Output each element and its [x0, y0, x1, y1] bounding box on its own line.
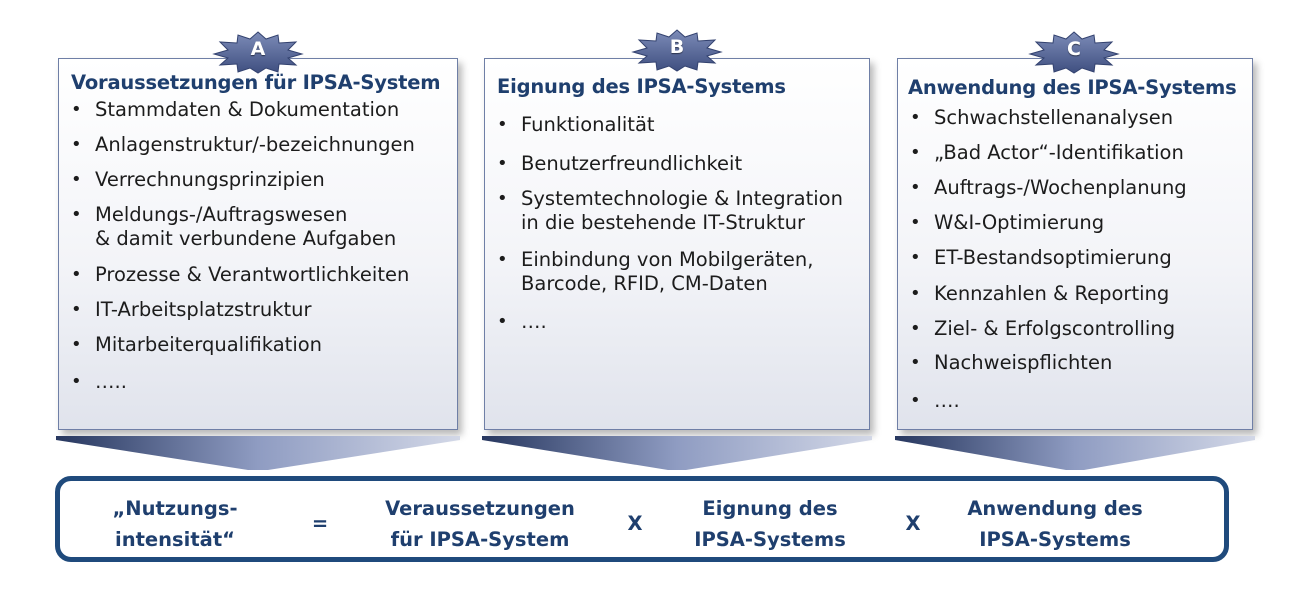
funnel-arrow-b: [482, 436, 872, 470]
panel-title: Eignung des IPSA-Systems: [497, 75, 786, 98]
list-item: Mitarbeiterqualifikation: [71, 333, 451, 357]
badge-c: C: [1028, 30, 1120, 74]
starburst-icon: [631, 29, 723, 72]
list-item: ….: [497, 310, 863, 334]
times-sign: X: [627, 512, 643, 535]
list-item: Funktionalität: [497, 113, 863, 137]
list-item: Kennzahlen & Reporting: [910, 282, 1246, 306]
list-item: Stammdaten & Dokumentation: [71, 98, 451, 122]
panel-title: Voraussetzungen für IPSA-System: [71, 71, 441, 94]
formula-factor-a: Veraussetzungen für IPSA-System: [385, 497, 575, 551]
list-item: Schwachstellenanalysen: [910, 106, 1246, 130]
times-sign: X: [905, 512, 921, 535]
list-item: Prozesse & Verantwortlichkeiten: [71, 263, 451, 287]
list-item: Systemtechnologie & Integration in die b…: [497, 187, 863, 235]
badge-letter: C: [1067, 38, 1081, 60]
list-item: …..: [71, 370, 451, 394]
formula-term: „Nutzungs- intensität“: [112, 497, 238, 551]
equals-sign: =: [311, 512, 329, 535]
list-item: Benutzerfreundlichkeit: [497, 152, 863, 176]
formula-box: „Nutzungs- intensität“ = Veraussetzungen…: [55, 476, 1229, 562]
list-item: Anlagenstruktur/-bezeichnungen: [71, 133, 451, 157]
formula-factor-c: Anwendung des IPSA-Systems: [967, 497, 1143, 551]
badge-a: A: [212, 30, 304, 74]
list-item: Ziel- & Erfolgscontrolling: [910, 317, 1246, 341]
list-item: Einbindung von Mobilgeräten, Barcode, RF…: [497, 248, 863, 296]
badge-b: B: [631, 28, 723, 72]
panel-application: Anwendung des IPSA-Systems Schwachstelle…: [897, 58, 1253, 430]
list-item: Nachweispflichten: [910, 351, 1246, 375]
list-item: ET-Bestandsoptimierung: [910, 246, 1246, 270]
list-item: Meldungs-/Auftragswesen & damit verbunde…: [71, 203, 451, 251]
list-item: Auftrags-/Wochenplanung: [910, 176, 1246, 200]
starburst-icon: [212, 31, 304, 74]
badge-letter: B: [669, 36, 685, 58]
funnel-arrow-a: [56, 436, 460, 470]
funnel-arrow-c: [895, 436, 1255, 470]
starburst-icon: [1028, 31, 1120, 74]
formula-factor-b: Eignung des IPSA-Systems: [694, 497, 846, 551]
list-item: IT-Arbeitsplatzstruktur: [71, 298, 451, 322]
list-item: ….: [910, 389, 1246, 413]
list-item: W&I-Optimierung: [910, 211, 1246, 235]
list-item: „Bad Actor“-Identifikation: [910, 141, 1246, 165]
badge-letter: A: [250, 38, 266, 60]
panel-prerequisites: Voraussetzungen für IPSA-System Stammdat…: [58, 58, 458, 430]
list-item: Verrechnungsprinzipien: [71, 168, 451, 192]
panel-suitability: Eignung des IPSA-Systems Funktionalität …: [484, 58, 870, 430]
panel-title: Anwendung des IPSA-Systems: [908, 76, 1237, 99]
